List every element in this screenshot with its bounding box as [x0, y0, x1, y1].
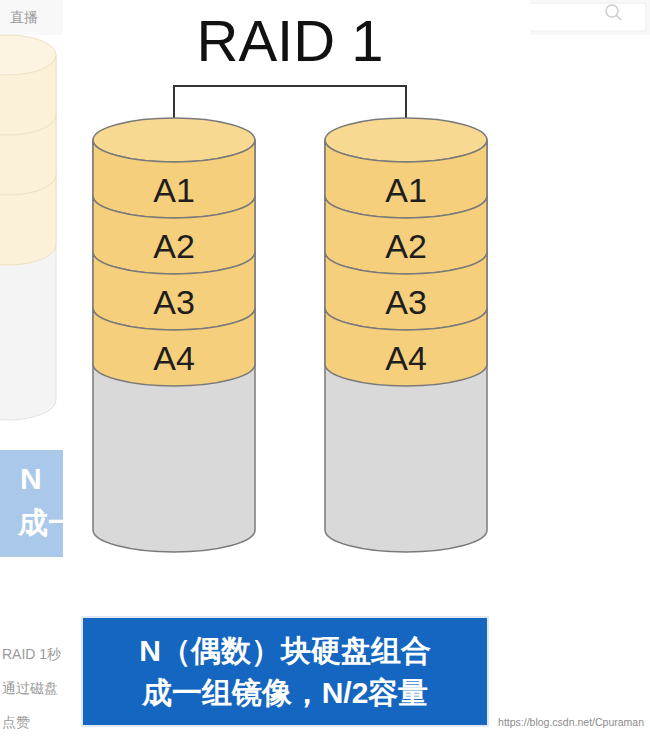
- background-text: 直播: [10, 9, 38, 27]
- faded-disk: [0, 115, 56, 195]
- background-text: N: [20, 462, 42, 496]
- disk-block: A2: [325, 196, 487, 274]
- mirror-bracket: [174, 86, 406, 118]
- block-label: A1: [385, 173, 427, 207]
- watermark: https://blog.csdn.net/Cpuraman: [498, 716, 644, 728]
- caption-box: N（偶数）块硬盘组合 成一组镜像，N/2容量: [83, 618, 487, 725]
- block-shape: [93, 196, 255, 274]
- faded-banner: [0, 450, 63, 557]
- search-icon: [616, 15, 621, 20]
- caption-text: N（偶数）块硬盘组合 成一组镜像，N/2容量: [103, 630, 467, 713]
- faded-disk: [0, 55, 56, 265]
- faded-disk: [0, 55, 56, 420]
- card: [63, 0, 530, 737]
- block-shape: [325, 308, 487, 386]
- block-shape: [325, 140, 487, 218]
- block-shape: [93, 252, 255, 330]
- disk-block: A4: [325, 308, 487, 386]
- background-text: RAID 1秒: [2, 646, 61, 664]
- block-label: A3: [153, 285, 195, 319]
- block-label: A1: [153, 173, 195, 207]
- background-text: 成一: [18, 503, 78, 544]
- background-text: 点赞: [2, 714, 30, 732]
- block-label: A4: [385, 341, 427, 375]
- block-shape: [93, 140, 255, 218]
- disk-block: A1: [325, 140, 487, 218]
- disk-body: [93, 140, 255, 552]
- block-label: A2: [153, 229, 195, 263]
- disk-block: A1: [93, 140, 255, 218]
- disk-block: A2: [93, 196, 255, 274]
- disk-body: [325, 140, 487, 552]
- block-shape: [325, 196, 487, 274]
- block-label: A2: [385, 229, 427, 263]
- disk-block: A4: [93, 308, 255, 386]
- block-shape: [325, 252, 487, 330]
- disk-block: A3: [93, 252, 255, 330]
- diagram-title: RAID 1: [197, 12, 384, 70]
- disk-block: A3: [325, 252, 487, 330]
- block-label: A3: [385, 285, 427, 319]
- block-shape: [93, 308, 255, 386]
- faded-disk: [0, 35, 56, 75]
- search-box: [528, 3, 646, 31]
- block-label: A4: [153, 341, 195, 375]
- background-text: 通过磁盘: [2, 680, 58, 698]
